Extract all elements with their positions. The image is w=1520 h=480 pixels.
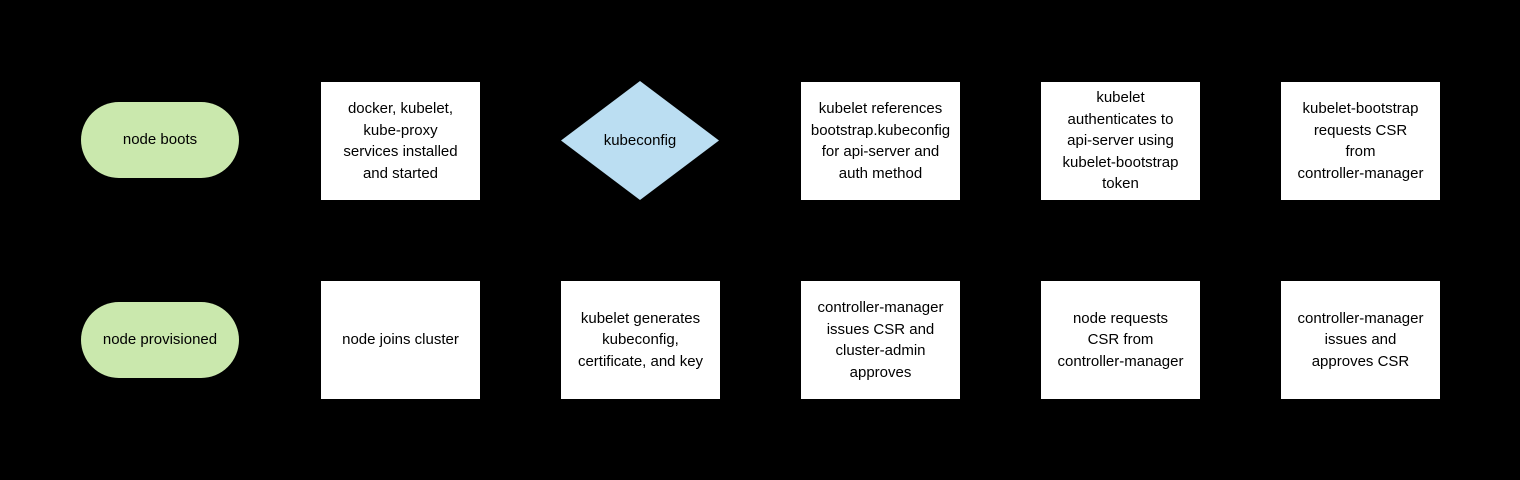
node-kubelet-references-bootstrap[interactable]: kubelet references bootstrap.kubeconfig … bbox=[801, 82, 960, 200]
node-services-installed[interactable]: docker, kubelet, kube-proxy services ins… bbox=[321, 82, 480, 200]
node-label: controller-manager issues CSR and cluste… bbox=[817, 299, 944, 381]
node-label: controller-manager issues and approves C… bbox=[1297, 309, 1424, 370]
node-label: kubelet-bootstrap requests CSR from cont… bbox=[1297, 100, 1424, 182]
node-node-requests-csr[interactable]: node requests CSR from controller-manage… bbox=[1041, 281, 1200, 399]
node-kubeconfig-decision[interactable]: kubeconfig bbox=[561, 81, 719, 200]
node-controller-manager-approves-csr[interactable]: controller-manager issues and approves C… bbox=[1281, 281, 1440, 399]
node-label: kubelet references bootstrap.kubeconfig … bbox=[810, 100, 951, 182]
node-kubelet-bootstrap-requests-csr[interactable]: kubelet-bootstrap requests CSR from cont… bbox=[1281, 82, 1440, 200]
node-kubelet-authenticates[interactable]: kubelet authenticates to api-server usin… bbox=[1041, 82, 1200, 200]
node-label: node provisioned bbox=[102, 331, 218, 349]
node-label: kubelet generates kubeconfig, certificat… bbox=[577, 309, 704, 370]
node-label: node boots bbox=[122, 131, 198, 149]
node-node-provisioned[interactable]: node provisioned bbox=[81, 302, 239, 378]
node-kubelet-generates[interactable]: kubelet generates kubeconfig, certificat… bbox=[561, 281, 720, 399]
node-label: node joins cluster bbox=[342, 331, 459, 349]
node-node-boots[interactable]: node boots bbox=[81, 102, 239, 178]
node-label: kubelet authenticates to api-server usin… bbox=[1062, 89, 1179, 193]
node-label: kubeconfig bbox=[603, 131, 677, 149]
node-label: node requests CSR from controller-manage… bbox=[1057, 309, 1184, 370]
node-label: docker, kubelet, kube-proxy services ins… bbox=[343, 100, 458, 182]
node-controller-manager-issues-csr[interactable]: controller-manager issues CSR and cluste… bbox=[801, 281, 960, 399]
node-node-joins-cluster[interactable]: node joins cluster bbox=[321, 281, 480, 399]
